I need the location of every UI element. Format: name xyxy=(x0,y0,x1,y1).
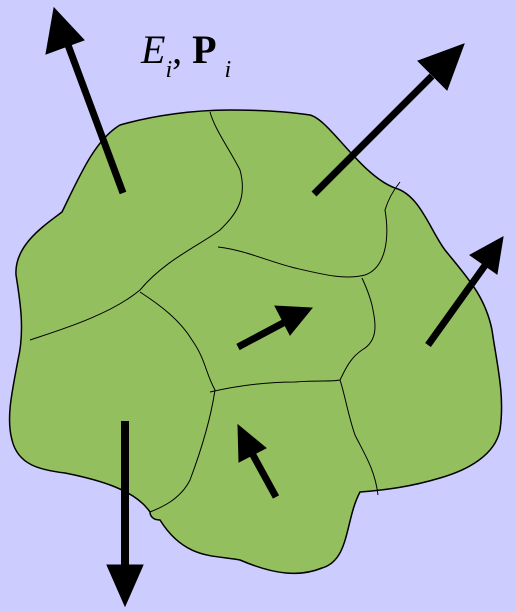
crack-line xyxy=(339,379,379,496)
momentum-subscript: i xyxy=(224,57,232,83)
arrow-right xyxy=(425,236,504,348)
body-outline xyxy=(8,109,503,575)
arrow-center-up-right xyxy=(236,305,314,351)
arrow-up-right xyxy=(311,43,465,197)
energy-symbol: E xyxy=(141,27,166,72)
crack-line xyxy=(209,277,376,393)
momentum-symbol: P xyxy=(192,27,217,72)
momentum-arrows xyxy=(45,6,504,608)
crack-line xyxy=(29,111,243,341)
arrow-down xyxy=(106,421,144,608)
crack-line xyxy=(139,291,216,513)
arrow-up-left xyxy=(45,6,127,195)
crack-line xyxy=(217,181,401,278)
crack-lines xyxy=(29,111,401,513)
label-separator: , xyxy=(172,27,183,72)
arrow-center-up-left xyxy=(237,423,280,499)
energy-subscript: i xyxy=(165,57,173,83)
